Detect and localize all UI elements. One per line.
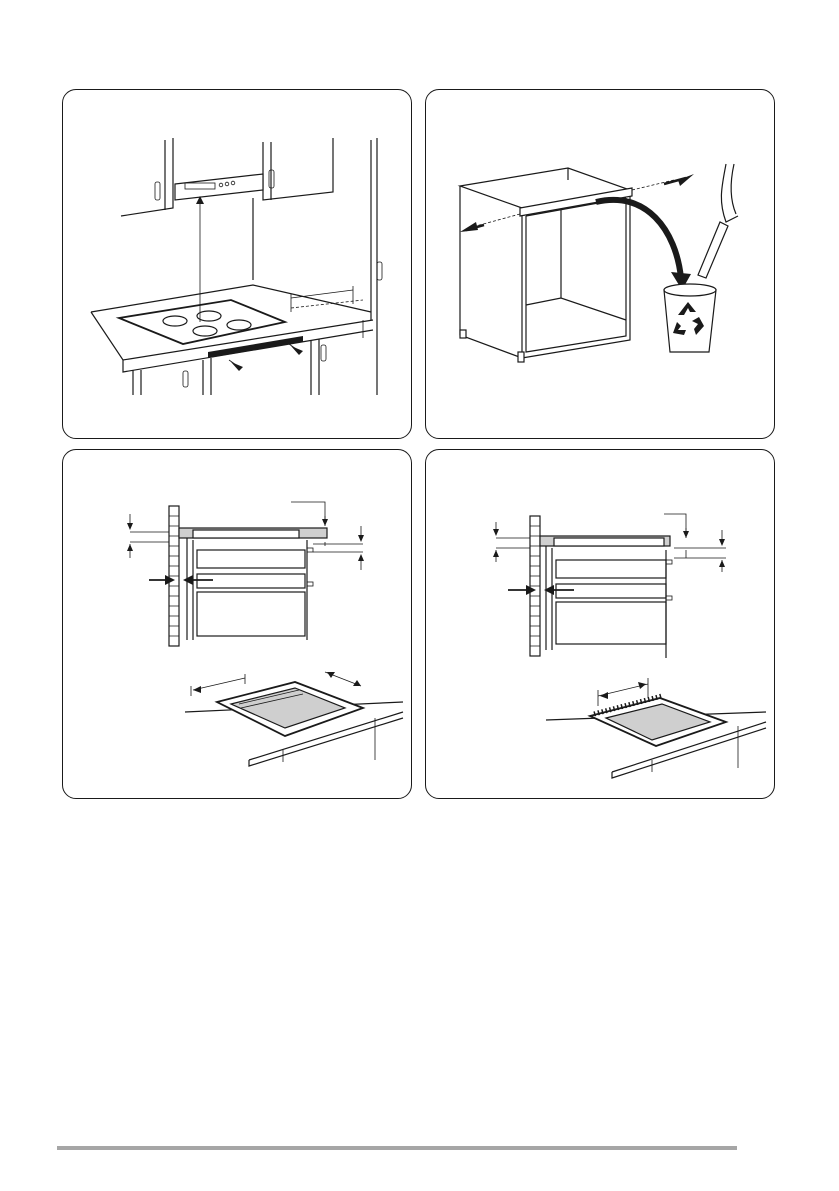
clearance-section-illustration-b [426, 450, 775, 799]
installation-figure-crossbar-removal [425, 89, 775, 439]
installation-figure-clearances-b [425, 449, 775, 799]
clearance-section-illustration-a [63, 450, 412, 799]
installation-figure-clearances-a [62, 449, 412, 799]
installation-figure-hood-clearance [62, 89, 412, 439]
footer-rule [57, 1146, 737, 1150]
hood-clearance-illustration [63, 90, 412, 439]
crossbar-removal-illustration [426, 90, 775, 439]
